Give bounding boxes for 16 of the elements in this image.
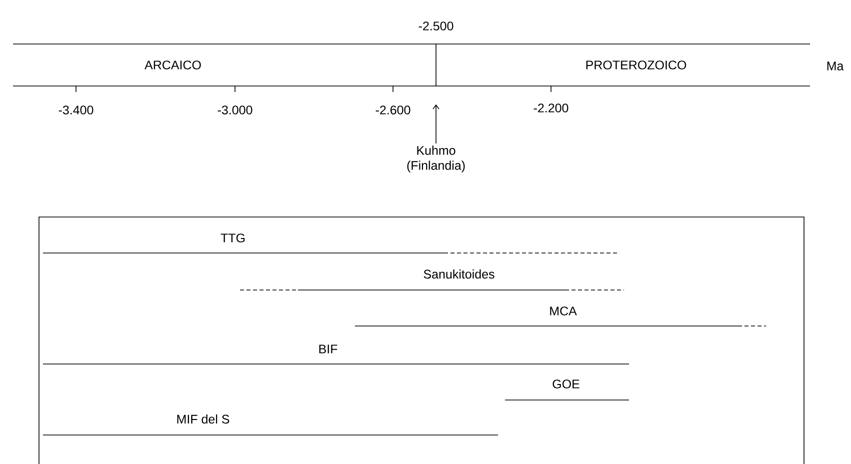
- range-label: TTG: [220, 234, 245, 242]
- range-label: BIF: [319, 344, 338, 354]
- range-label: MIF del S: [177, 414, 230, 424]
- boundary-age-label: -2.500: [418, 22, 454, 30]
- tick-label: -3.000: [218, 106, 252, 114]
- arrow: [432, 104, 440, 144]
- site-label: Kuhmo (Finlandia): [407, 146, 465, 172]
- tick-label: -3.400: [58, 106, 94, 114]
- range-label: GOE: [552, 380, 580, 388]
- unit-label: Ma: [827, 62, 844, 70]
- eon-label: ARCAICO: [144, 60, 201, 70]
- range-label: Sanukitoides: [424, 269, 494, 279]
- range-label: MCA: [550, 306, 577, 316]
- eon-label: PROTEROZOICO: [586, 60, 686, 70]
- tick-label: -2.600: [376, 106, 410, 114]
- tick-label: -2.200: [534, 104, 568, 112]
